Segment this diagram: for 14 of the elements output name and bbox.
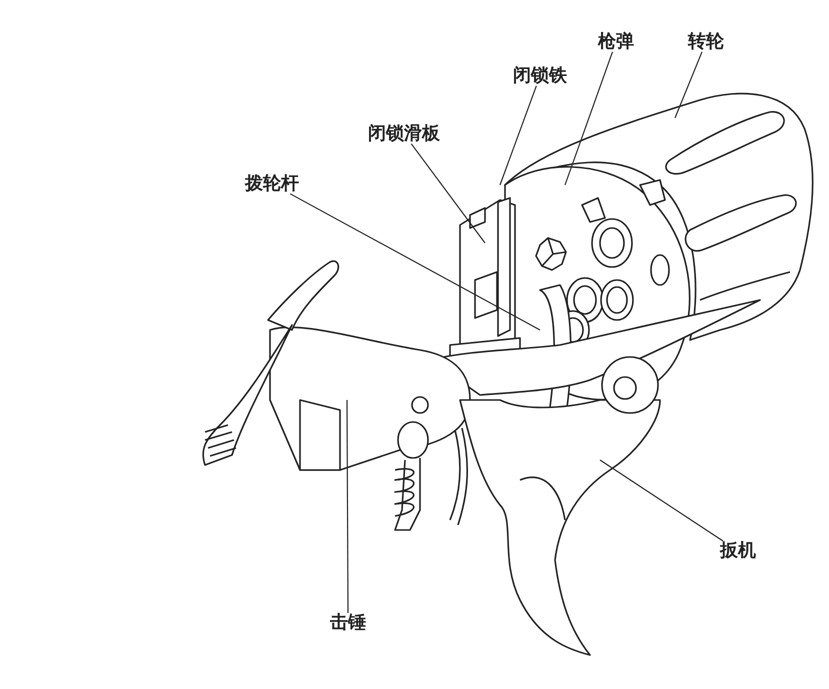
part-label: 闭锁滑板 <box>368 124 440 144</box>
part-label: 拨轮杆 <box>245 174 299 194</box>
leader-line <box>674 52 702 118</box>
part-label: 击锤 <box>330 613 366 633</box>
part-label: 扳机 <box>720 541 756 561</box>
part-label: 枪弹 <box>598 32 634 52</box>
leader-line <box>564 52 614 186</box>
part-label: 闭锁铁 <box>513 66 567 86</box>
leader-line <box>290 193 540 330</box>
leader-line <box>410 143 486 244</box>
leader-line <box>499 86 537 186</box>
part-label: 转轮 <box>688 32 724 52</box>
leader-line <box>346 400 349 613</box>
leader-line <box>600 460 724 542</box>
